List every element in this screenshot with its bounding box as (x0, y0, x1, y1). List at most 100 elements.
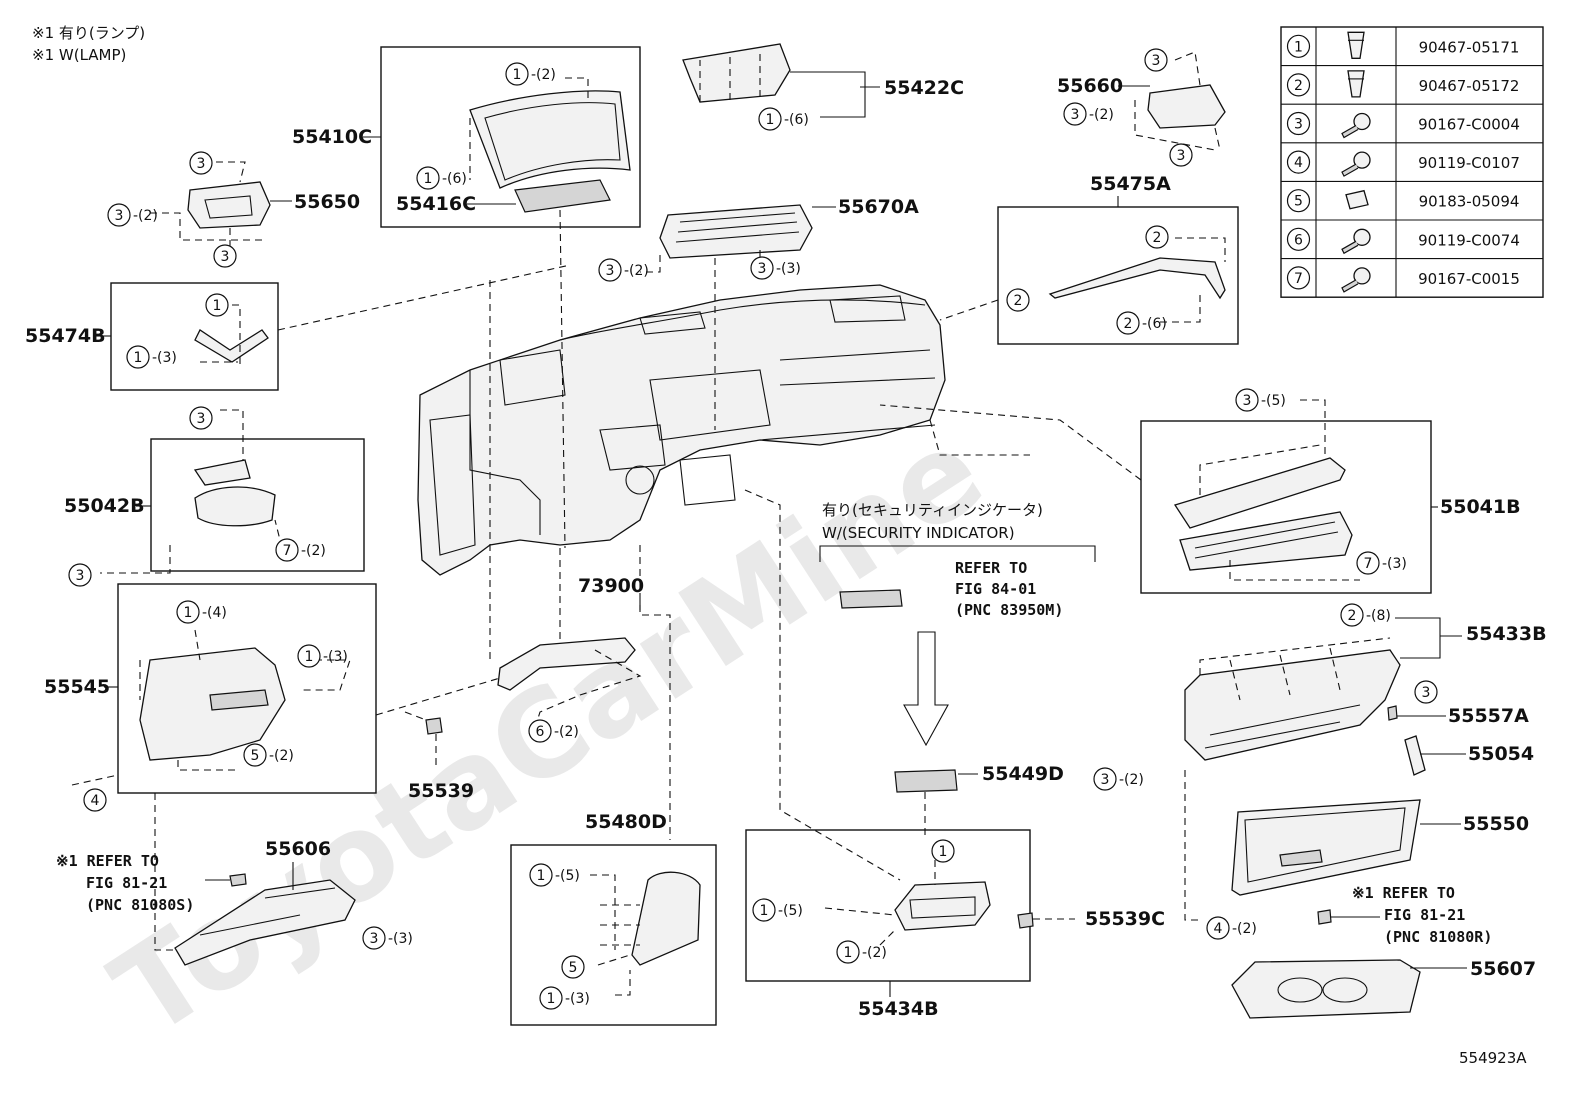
table-row-part-number: 90467-05172 (1419, 77, 1520, 95)
security-indicator-part[interactable] (839, 589, 903, 609)
refer-right-line1: ※1 REFER TO (1352, 884, 1455, 902)
vent-55670a[interactable] (659, 204, 813, 259)
callout-number: 3 (197, 411, 206, 427)
callout-number: 7 (283, 543, 292, 559)
lamp-clip-right[interactable] (1317, 909, 1332, 925)
callout-number: 2 (1153, 230, 1162, 246)
callout-quantity: -(3) (1382, 556, 1407, 572)
table-row-number: 1 (1294, 39, 1303, 55)
label-55539c: 55539C (1085, 908, 1165, 930)
label-55545: 55545 (44, 676, 110, 698)
callout-quantity: -(3) (152, 350, 177, 366)
clip-icon (1347, 31, 1365, 59)
refer-left-line3: (PNC 81080S) (86, 896, 194, 914)
label-55650: 55650 (294, 191, 360, 213)
callout-2: 2-(8) (1340, 603, 1391, 627)
callout-quantity: -(2) (624, 263, 649, 279)
callout-1: 1 (931, 839, 955, 863)
bolt-icon (1341, 151, 1371, 177)
damper-55054[interactable] (1404, 735, 1426, 776)
callout-3: 3 -(2) (598, 258, 649, 282)
callout-quantity: -(4) (202, 605, 227, 621)
panel-55434b[interactable] (894, 881, 991, 931)
callout-4: 4 (83, 788, 107, 812)
table-row-number: 5 (1294, 194, 1303, 210)
callout-quantity: -(2) (862, 945, 887, 961)
label-55474b: 55474B (25, 325, 106, 347)
label-55557a: 55557A (1448, 705, 1529, 727)
label-55607: 55607 (1470, 958, 1536, 980)
clip-55539[interactable] (425, 717, 443, 735)
callout-number: 2 (1124, 316, 1133, 332)
bracket-73900[interactable] (497, 637, 636, 691)
callout-number: 3 (1101, 772, 1110, 788)
callout-6: 6-(2) (528, 719, 579, 743)
callout-quantity: -(3) (323, 649, 348, 665)
bezel-55042b[interactable] (194, 486, 276, 527)
callout-3: 3-(3) (750, 256, 801, 280)
lower-cover-55607[interactable] (1231, 959, 1421, 1019)
cover-55422c[interactable] (682, 43, 791, 103)
callout-3: 3 -(2) (107, 203, 158, 227)
callout-number: 1 (844, 945, 853, 961)
callout-number: 3 (606, 263, 615, 279)
callout-quantity: -(3) (565, 991, 590, 1007)
callout-number: 3 (1177, 148, 1186, 164)
callout-quantity: -(6) (442, 171, 467, 187)
callout-quantity: -(3) (388, 931, 413, 947)
indicator-55449d[interactable] (894, 769, 958, 793)
switch-55650[interactable] (187, 181, 271, 229)
callout-quantity: -(2) (269, 748, 294, 764)
callout-number: 3 (370, 931, 379, 947)
callout-number: 3 (115, 208, 124, 224)
callout-quantity: -(5) (555, 868, 580, 884)
meter-hood-55410c[interactable] (469, 90, 631, 189)
panel-55480d[interactable] (631, 871, 701, 966)
callout-1: 1-(2) (505, 62, 556, 86)
glove-box-frame-55433b[interactable] (1184, 649, 1401, 761)
callout-1: 1-(6) (416, 166, 467, 190)
table-row-part-number: 90119-C0107 (1418, 154, 1520, 172)
security-header-jp: 有り(セキュリティインジケータ) (822, 501, 1043, 519)
callout-2: 2-(6) (1116, 311, 1167, 335)
callout-3: 3 (1414, 680, 1438, 704)
label-73900: 73900 (578, 575, 644, 597)
table-row-part-number: 90119-C0074 (1418, 231, 1520, 249)
table-row-number: 4 (1294, 155, 1303, 171)
callout-number: 3 (1422, 685, 1431, 701)
refer-right-line2: FIG 81-21 (1384, 906, 1465, 924)
callout-2: 2 (1006, 288, 1030, 312)
callout-1: 1-(5) (752, 898, 803, 922)
stopper-55557a[interactable] (1387, 705, 1398, 721)
meter-bracket-55416c[interactable] (514, 179, 611, 213)
switch-55660[interactable] (1147, 84, 1226, 129)
glove-box-door-55550[interactable] (1231, 799, 1421, 896)
callout-3: 3 (189, 151, 213, 175)
table-row-part-number: 90183-05094 (1419, 193, 1520, 211)
label-55606: 55606 (265, 838, 331, 860)
bracket-55041b[interactable] (1173, 457, 1346, 529)
callout-number: 1 (305, 649, 314, 665)
callout-quantity: -(2) (133, 208, 158, 224)
callout-number: 3 (758, 261, 767, 277)
callout-number: 1 (547, 991, 556, 1007)
parts-table-row: 4 90119-C0107 (1286, 150, 1520, 177)
callout-number: 1 (184, 605, 193, 621)
callout-quantity: -(5) (1261, 393, 1286, 409)
trim-55474b[interactable] (194, 329, 269, 363)
garnish-55475a[interactable] (1048, 257, 1226, 300)
callout-number: 4 (91, 793, 100, 809)
callout-7: 7-(2) (275, 538, 326, 562)
clip-55539c[interactable] (1017, 912, 1034, 929)
callout-number: 3 (1071, 107, 1080, 123)
callout-number: 1 (760, 903, 769, 919)
group-box-55480d (510, 844, 717, 1026)
table-row-number: 3 (1294, 117, 1303, 133)
table-row-part-number: 90167-C0015 (1418, 270, 1520, 288)
callout-3: 3 (1144, 48, 1168, 72)
table-row-part-number: 90167-C0004 (1418, 116, 1520, 134)
lamp-clip-left[interactable] (229, 873, 247, 887)
